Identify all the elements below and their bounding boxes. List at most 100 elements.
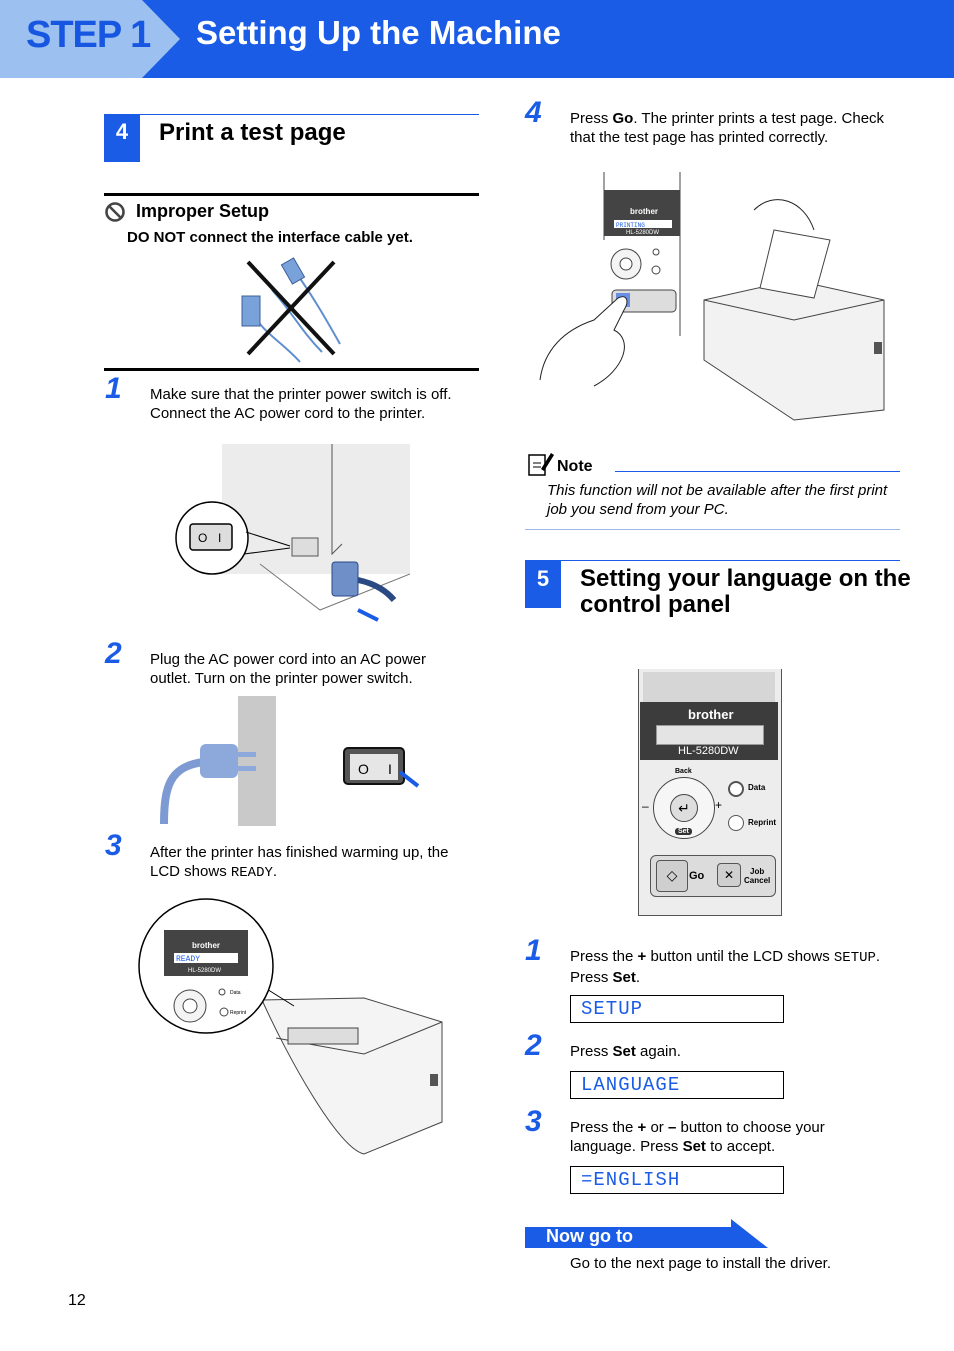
data-label: Data [748,783,766,792]
step-text-bold: + [637,1119,647,1136]
step-text-part: Press the [570,948,638,965]
lcd-inline-ready: READY [230,865,273,881]
job-label: Job [750,867,765,876]
step-text-part: Press [570,110,613,127]
step-text-part: After the printer has finished warming u… [150,844,449,880]
step-text-part: Press [570,1043,613,1060]
step-number: 3 [525,1105,542,1138]
control-panel-top [643,672,775,702]
switch-on-glyph: I [388,761,392,777]
step-text-part: . The printer prints a test page. Check … [570,110,885,146]
lcd-display: LANGUAGE [570,1071,784,1099]
switch-on-glyph: I [218,531,221,545]
now-go-to-banner [525,1219,768,1248]
note-bottom-rule [525,529,900,530]
step-number: 1 [105,372,122,405]
step-text-bold: Set [682,1138,706,1155]
set-center-button[interactable]: ↵ [670,794,698,822]
step-number: 2 [525,1029,542,1062]
step-text-bold: Set [612,969,636,986]
step-number: 1 [525,934,542,967]
step-text-line: Press the + button until the LCD shows S… [570,947,915,968]
page-title: Setting Up the Machine [196,14,561,51]
section-title-line1: Setting your language on the [580,565,911,592]
step-text-part: again. [635,1043,681,1060]
step-text-part: . [635,969,641,986]
back-label: Back [675,768,692,775]
printer-ready-illustration: brother READY HL-5280DW Data Reprint [138,898,443,1155]
job-cancel-label: Job Cancel [744,867,770,885]
step-number: 4 [525,96,542,129]
panel-model: HL-5280DW [626,230,659,236]
panel-model: HL-5280DW [678,745,739,757]
step-text-line: language. Press Set to accept. [570,1137,915,1156]
step-text: Press the + or – button to choose your l… [570,1118,915,1156]
step-text-part: . [272,863,278,880]
step-text: Press Go. The printer prints a test page… [570,109,905,147]
lcd-text: =ENGLISH [581,1169,681,1191]
ac-outlet-switch-illustration: O I [160,696,420,826]
switch-off-glyph: O [198,531,207,545]
section-title-line2: control panel [580,591,731,618]
lcd-inline-setup: SETUP [833,950,876,966]
lcd-display: SETUP [570,995,784,1023]
interface-cable-illustration [241,257,341,363]
test-page-printing-illustration: brother PRINTING HL-5280DW [539,172,885,421]
section-rule [140,114,479,115]
step-text: Make sure that the printer power switch … [150,386,452,422]
section-title: Print a test page [159,119,346,146]
step-text-line: Press the + or – button to choose your [570,1118,915,1137]
step-text-part: . [875,948,881,965]
step-text-bold: – [667,1119,677,1136]
page-number: 12 [68,1292,86,1309]
go-label: Go [689,870,705,882]
lcd-text: SETUP [581,998,644,1020]
prohibited-icon [105,202,125,222]
section-number-badge: 4 [104,114,140,162]
switch-off-glyph: O [358,761,369,777]
step-text: Plug the AC power cord into an AC power … [150,651,426,687]
improper-setup-text: DO NOT connect the interface cable yet. [127,229,413,246]
step-text-part: language. Press [570,1138,683,1155]
panel-brand: brother [630,207,658,216]
cancel-label: Cancel [744,876,771,885]
panel-brand: brother [192,941,220,950]
step-text-part: button until the LCD shows [646,948,834,965]
lcd-screen [656,725,764,745]
step-text: Press the + button until the LCD shows S… [570,947,915,987]
step-text-part: button to choose your [676,1119,825,1136]
improper-setup-title: Improper Setup [136,201,270,221]
go-button[interactable]: ◇ [656,860,688,892]
step-text-part: to accept. [705,1138,776,1155]
step-text-part: Press [570,969,613,986]
panel-brand: brother [688,707,734,722]
job-cancel-button[interactable]: ✕ [717,863,741,887]
step-number: 3 [105,829,122,862]
reprint-label: Reprint [748,818,776,827]
step-text-bold: Go [612,110,634,127]
minus-label: – [642,799,649,813]
step-chevron [0,0,180,78]
now-go-to-text: Go to the next page to install the drive… [570,1255,831,1272]
panel-lcd-printing: PRINTING [616,222,645,229]
data-led-icon [728,781,744,797]
printer-power-cord-illustration: O I [175,444,410,622]
lcd-text: LANGUAGE [581,1074,681,1096]
panel-model: HL-5280DW [188,968,221,974]
panel-data-label: Data [230,990,241,996]
note-text: This function will not be available afte… [547,482,888,518]
section-rule [561,560,900,561]
panel-lcd-ready: READY [176,955,200,964]
step-text-line: Press Set. [570,968,915,987]
reprint-button[interactable] [728,815,744,831]
step-text-part: or [646,1119,668,1136]
step-number: 2 [105,637,122,670]
step-text-bold: Set [612,1043,636,1060]
improper-setup-bottom-rule [104,368,479,371]
step-text: Press Set again. [570,1042,915,1061]
note-pencil-icon [528,453,554,476]
step-text: After the printer has finished warming u… [150,843,480,883]
now-go-to-label: Now go to [546,1226,633,1246]
panel-reprint-label: Reprint [230,1010,247,1016]
step-text-bold: + [637,948,647,965]
